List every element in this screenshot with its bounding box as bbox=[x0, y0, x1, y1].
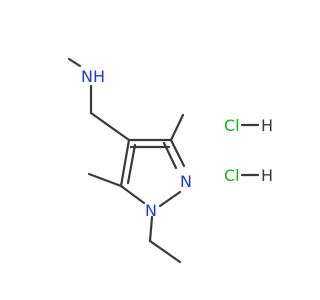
bond-group bbox=[67, 57, 260, 264]
amine-hydrogen-label: H bbox=[93, 67, 105, 86]
atom-labels: N H N N Cl H Cl H bbox=[81, 67, 273, 220]
hydrogen-2-label: H bbox=[261, 166, 273, 185]
amine-nitrogen-label: N bbox=[81, 67, 93, 86]
ring-nitrogen-2-label: N bbox=[180, 172, 192, 191]
bond-n2-n1 bbox=[158, 190, 182, 208]
bond-c3-methyl bbox=[169, 113, 185, 142]
bond-n1-c5 bbox=[119, 184, 146, 205]
chloride-1-label: Cl bbox=[224, 116, 240, 135]
molecule-diagram: N H N N Cl H Cl H bbox=[67, 57, 273, 264]
chloride-2-label: Cl bbox=[224, 166, 240, 185]
hydrogen-1-label: H bbox=[261, 116, 273, 135]
structure-canvas: N H N N Cl H Cl H bbox=[67, 57, 274, 264]
bond-methyl-amine bbox=[67, 57, 82, 68]
bond-ch2-c4 bbox=[89, 111, 131, 142]
bond-n1-ethyl bbox=[148, 215, 154, 243]
bond-c3-n2 bbox=[169, 138, 186, 168]
bond-c3-n2-double bbox=[162, 141, 178, 170]
bond-ethyl-methyl bbox=[148, 239, 182, 264]
bond-c5-methyl bbox=[87, 172, 123, 188]
bond-c5-c4 bbox=[119, 138, 131, 188]
ring-nitrogen-1-label: N bbox=[145, 201, 157, 220]
bond-c5-c4-double bbox=[126, 143, 137, 185]
